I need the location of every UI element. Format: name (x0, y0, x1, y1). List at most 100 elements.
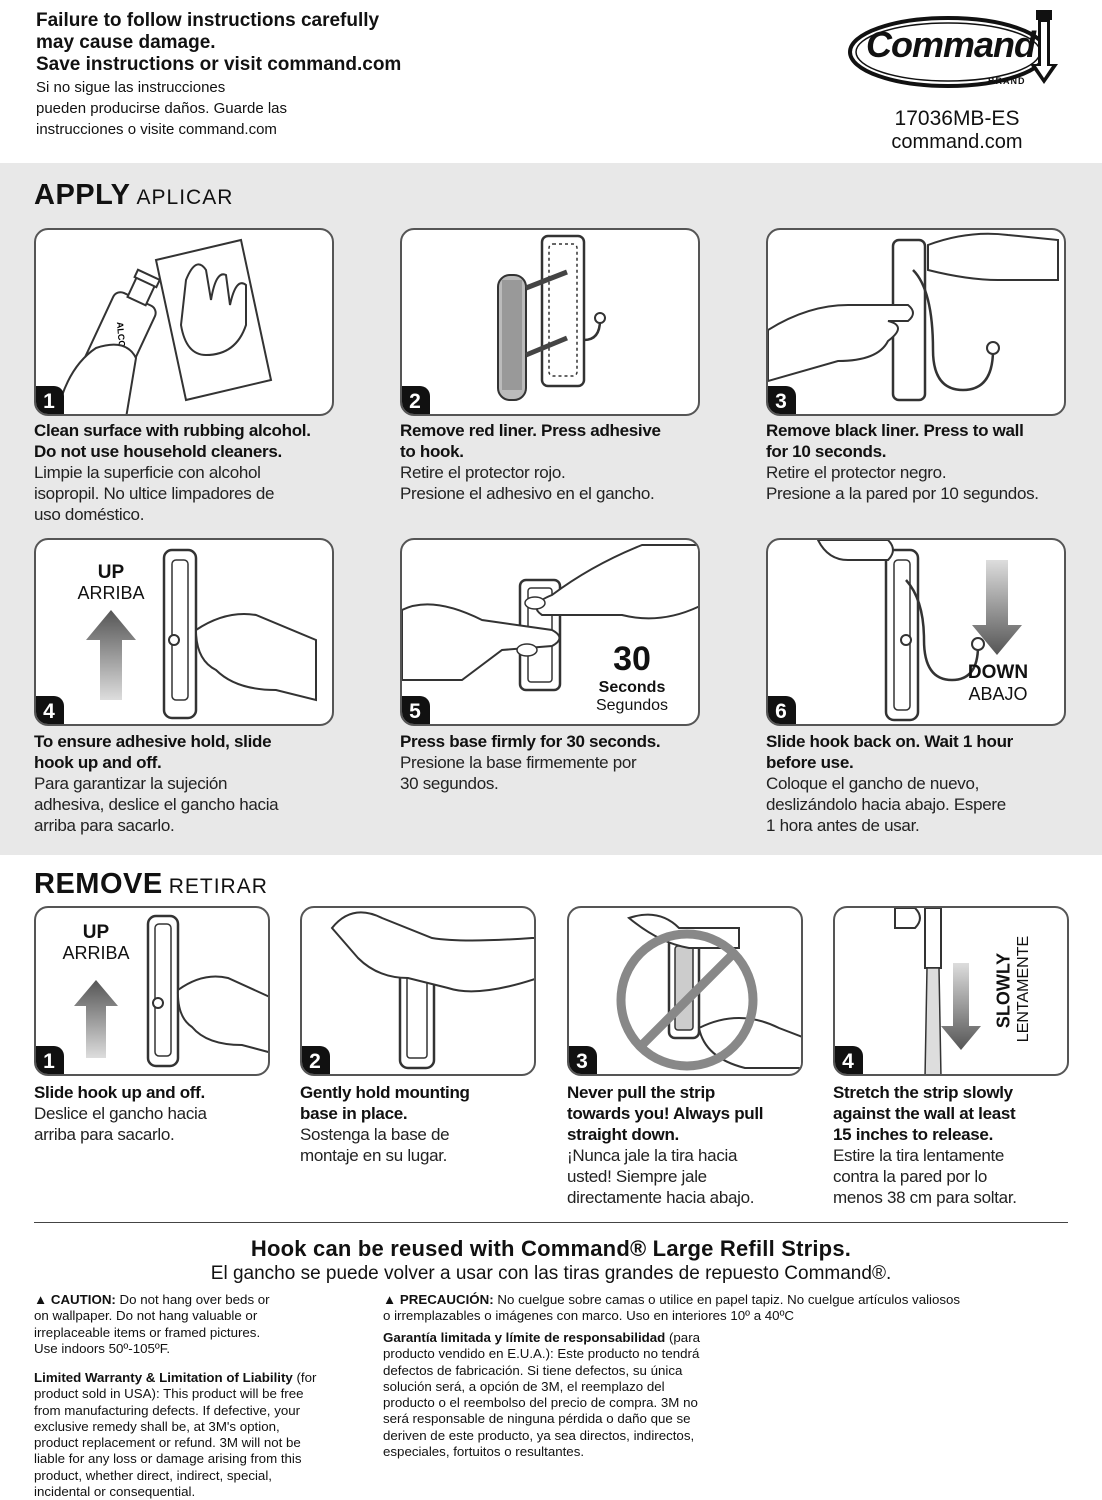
remove-step-1-illustration: UP ARRIBA 1 (34, 906, 270, 1076)
fine-print-line: irreplaceable items or framed pictures. (34, 1324, 261, 1340)
step-number-badge: 3 (569, 1046, 597, 1074)
fine-print-line: será responsable de ninguna pérdida o da… (383, 1411, 691, 1427)
seconds-label-es: Segundos (595, 697, 669, 714)
step-number-badge: 4 (36, 696, 64, 724)
fine-print-line: solución será, a opción de 3M, el reempl… (383, 1378, 665, 1394)
prohibited-icon (616, 929, 758, 1071)
caption-en: hook up and off. (34, 753, 162, 772)
reuse-note-es: El gancho se puede volver a usar con las… (210, 1263, 892, 1284)
caption-es: Presione el adhesivo en el gancho. (400, 484, 655, 503)
caption-en: Press base firmly for 30 seconds. (400, 732, 661, 751)
step-number-badge: 1 (36, 1046, 64, 1074)
step-number-badge: 5 (402, 696, 430, 724)
stretch-strip-illustration (894, 908, 981, 1074)
apply-step-5-caption: Press base firmly for 30 seconds. Presio… (400, 731, 730, 794)
warranty-es-block: Garantía limitada y límite de responsabi… (383, 1330, 743, 1460)
caption-en: straight down. (567, 1125, 679, 1144)
divider (34, 1222, 1068, 1223)
caption-es: Presione la base firmemente por (400, 753, 637, 772)
up-label-es: ARRIBA (77, 583, 145, 603)
liner-illustration (497, 234, 606, 401)
caution-es-block: ▲ PRECAUCIÓN: No cuelgue sobre camas o u… (383, 1292, 1073, 1325)
caption-es: Presione a la pared por 10 segundos. (766, 484, 1039, 503)
fine-print-line: Do not hang over beds or (115, 1292, 270, 1307)
remove-step-1-caption: Slide hook up and off. Deslice el gancho… (34, 1082, 294, 1145)
apply-title-es: APLICAR (136, 186, 234, 209)
apply-step-1-caption: Clean surface with rubbing alcohol. Do n… (34, 420, 364, 525)
caption-es: usted! Siempre jale (567, 1167, 707, 1186)
caption-es: Retire el protector negro. (766, 463, 947, 482)
warning-en-line: Save instructions or visit command.com (36, 54, 402, 75)
apply-step-2-illustration: 2 (400, 228, 700, 416)
caption-es: Para garantizar la sujeción (34, 774, 228, 793)
slowly-labels: SLOWLY LENTAMENTE (963, 928, 1053, 1054)
wrong-pull-illustration (616, 913, 801, 1071)
caution-label: ▲ CAUTION: (34, 1292, 116, 1307)
warranty-en-block: Limited Warranty & Limitation of Liabili… (34, 1370, 364, 1500)
down-label-es: ABAJO (968, 684, 1028, 704)
step-number-badge: 2 (402, 386, 430, 414)
remove-step-2-caption: Gently hold mounting base in place. Sost… (300, 1082, 560, 1166)
caption-en: base in place. (300, 1104, 408, 1123)
slowly-label-es: LENTAMENTE (1015, 935, 1032, 1043)
caption-en: Gently hold mounting (300, 1083, 470, 1102)
fine-print-line: Use indoors 50º-105ºF. (34, 1340, 171, 1356)
fine-print-line: liable for any loss or damage arising fr… (34, 1451, 302, 1467)
caption-es: arriba para sacarlo. (34, 816, 175, 835)
down-arrow-icon (972, 560, 1022, 655)
seconds-label: Seconds (598, 679, 666, 696)
step-number-badge: 4 (835, 1046, 863, 1074)
caption-es: uso doméstico. (34, 505, 145, 524)
down-label: DOWN (967, 662, 1029, 683)
caption-es: menos 38 cm para soltar. (833, 1188, 1017, 1207)
caption-en: Slide hook back on. Wait 1 hour (766, 732, 1013, 751)
slide-down-illustration (816, 540, 1022, 722)
header-warning: Failure to follow instructions carefully… (36, 10, 596, 139)
slowly-label: SLOWLY (993, 952, 1014, 1029)
hold-base-illustration (330, 911, 534, 1070)
caption-es: montaje en su lugar. (300, 1146, 448, 1165)
fine-print-line: product sold in USA): This product will … (34, 1386, 304, 1402)
slide-up-illustration (86, 548, 317, 720)
up-arrow-icon (74, 980, 118, 1058)
caption-es: Estire la tira lentamente (833, 1146, 1005, 1165)
caption-en: to hook. (400, 442, 464, 461)
warning-en-line: Failure to follow instructions carefully (36, 10, 380, 31)
caption-en: Stretch the strip slowly (833, 1083, 1013, 1102)
caption-es: Deslice el gancho hacia (34, 1104, 207, 1123)
precaucion-label: ▲ PRECAUCIÓN: (383, 1292, 494, 1307)
caption-en: Remove black liner. Press to wall (766, 421, 1024, 440)
caption-es: Limpie la superficie con alcohol (34, 463, 261, 482)
fine-print-line: producto vendido en E.U.A.): Este produc… (383, 1346, 700, 1362)
fine-print-line: from manufacturing defects. If defective… (34, 1402, 301, 1418)
logo-badge-shape (848, 10, 1058, 88)
fine-print-line: on wallpaper. Do not hang valuable or (34, 1308, 258, 1324)
caption-en: before use. (766, 753, 854, 772)
caption-en: for 10 seconds. (766, 442, 887, 461)
fine-print-line: producto o el reembolso del precio de co… (383, 1395, 698, 1411)
command-logo: Command BRAND (848, 4, 1068, 104)
logo-brand: BRAND (988, 76, 1026, 86)
remove-step-2-illustration: 2 (300, 906, 536, 1076)
caption-es: arriba para sacarlo. (34, 1125, 175, 1144)
warning-es-line: instrucciones o visite command.com (36, 121, 277, 138)
seconds-number: 30 (613, 640, 651, 678)
fine-print-line: exclusive remedy shall be, at 3M's optio… (34, 1418, 280, 1434)
step-number-badge: 1 (36, 386, 64, 414)
up-arrow-icon (86, 610, 136, 700)
caption-es: 1 hora antes de usar. (766, 816, 920, 835)
caption-en: against the wall at least (833, 1104, 1016, 1123)
caption-es: contra la pared por lo (833, 1167, 988, 1186)
apply-step-3-illustration: 3 (766, 228, 1066, 416)
reuse-note-en: Hook can be reused with Command® Large R… (250, 1236, 852, 1261)
apply-step-2-caption: Remove red liner. Press adhesive to hook… (400, 420, 730, 504)
fine-print-line: especiales, fortuitos o resultantes. (383, 1444, 585, 1460)
step-number-badge: 2 (302, 1046, 330, 1074)
warning-es-line: Si no sigue las instrucciones (36, 79, 226, 96)
up-label-es: ARRIBA (62, 943, 130, 963)
caption-en: Clean surface with rubbing alcohol. (34, 421, 311, 440)
caption-es: Sostenga la base de (300, 1125, 450, 1144)
remove-step-3-caption: Never pull the strip towards you! Always… (567, 1082, 827, 1208)
fine-print-line: incidental or consequential. (34, 1484, 196, 1500)
